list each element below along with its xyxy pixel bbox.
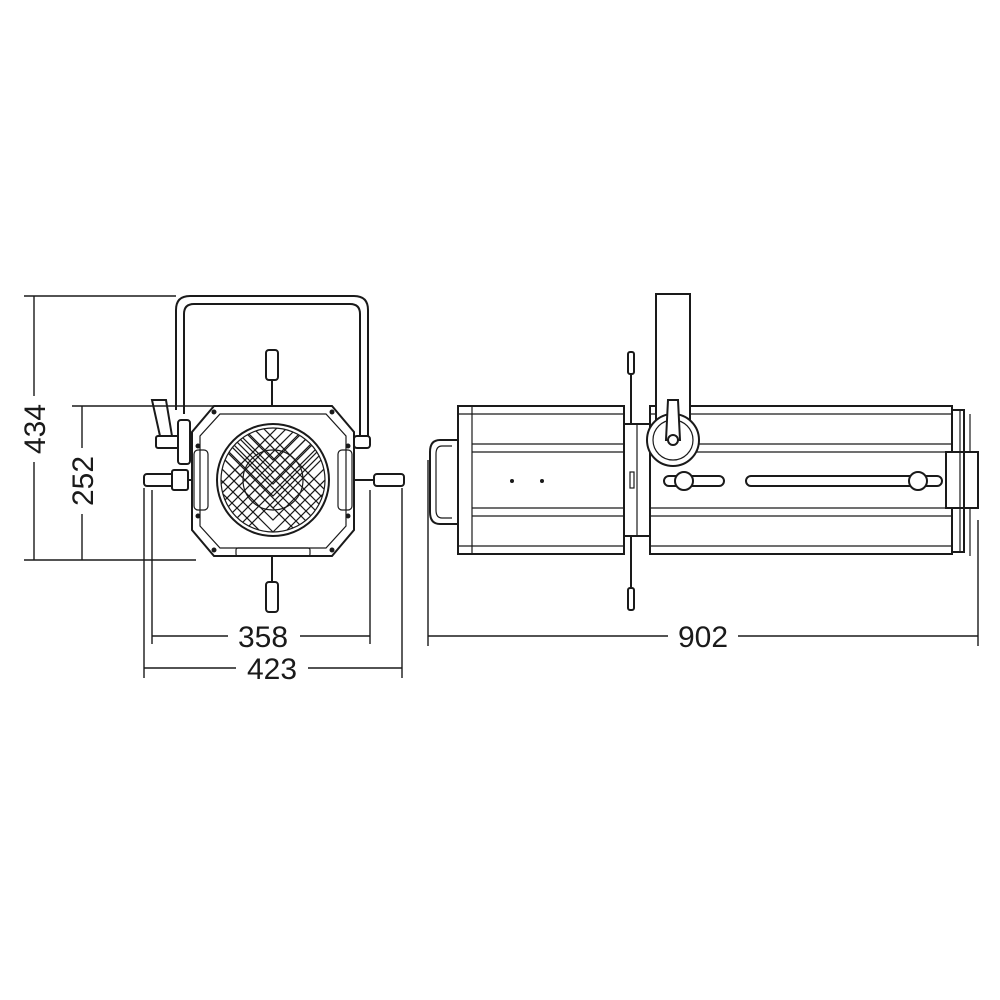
side-zoom-knob-1 <box>674 471 694 491</box>
side-zoom-knob-2 <box>908 471 928 491</box>
front-view <box>143 295 405 613</box>
side-zoom-slot-2 <box>745 475 943 487</box>
side-view <box>429 293 979 611</box>
side-rear-cap <box>429 439 459 525</box>
dimension-434-label: 434 <box>19 404 52 454</box>
dimension-358-label: 358 <box>238 621 288 654</box>
dimension-423-label: 423 <box>247 653 297 686</box>
dimension-252: 252 <box>67 405 214 560</box>
side-front-bezel <box>945 451 979 509</box>
front-lens <box>216 423 330 537</box>
front-right-knob <box>350 435 405 487</box>
dimension-252-label: 252 <box>67 456 100 506</box>
dimension-902: 902 <box>427 460 979 654</box>
dimension-434: 434 <box>19 295 196 561</box>
dimension-423: 423 <box>143 488 403 686</box>
side-bottom-rod <box>627 536 635 611</box>
dimension-902-label: 902 <box>678 621 728 654</box>
front-yoke <box>175 295 369 442</box>
front-top-handle <box>265 349 279 408</box>
side-top-rod <box>627 351 635 424</box>
front-bottom-handle <box>265 552 279 613</box>
front-left-knob <box>143 399 202 491</box>
dimension-358: 358 <box>151 490 371 654</box>
front-lens-grid <box>221 428 325 532</box>
